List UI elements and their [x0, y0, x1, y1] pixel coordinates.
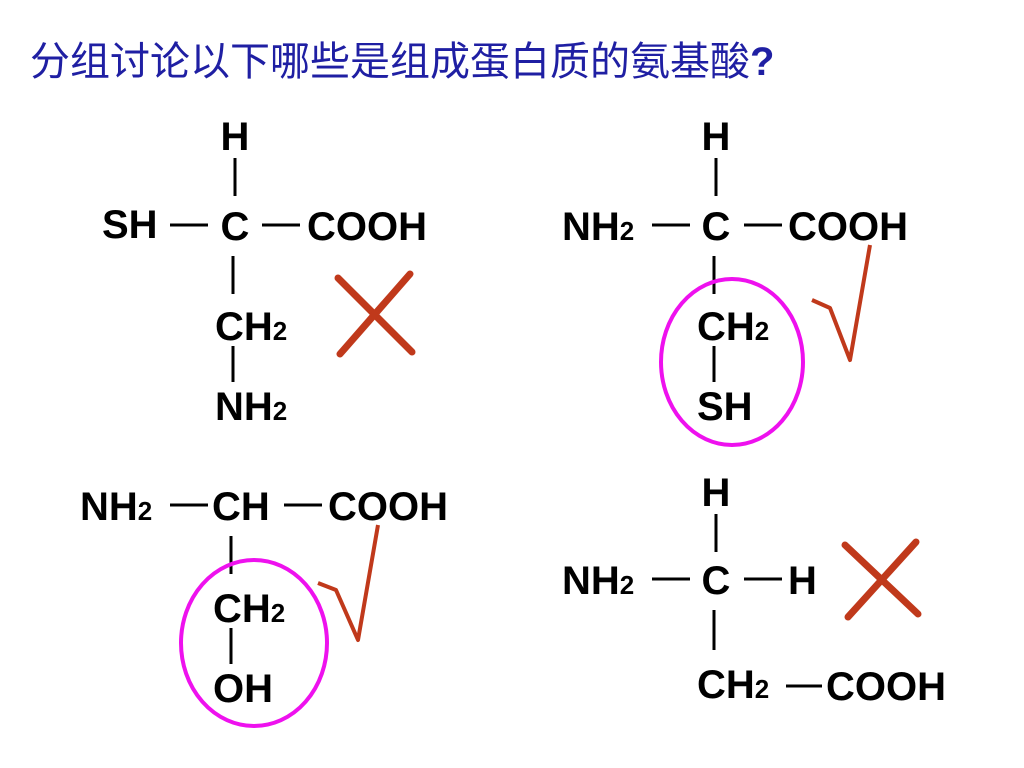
- m4-down-group-1: CH2: [697, 663, 769, 707]
- m3-down-group-2: OH: [213, 667, 273, 711]
- m3-down-group-1: CH2: [213, 587, 285, 631]
- m4-right-atom: H: [788, 559, 817, 603]
- check-mark-icon: [317, 524, 380, 642]
- m1-down-group-1: CH2: [215, 305, 287, 349]
- cross-mark-icon: [334, 270, 416, 358]
- m1-center-atom: C: [221, 205, 250, 249]
- slide-title: 分组讨论以下哪些是组成蛋白质的氨基酸?: [30, 32, 1010, 92]
- m4-cross-stroke-b: [844, 538, 920, 621]
- molecule-3: NH2 CH COOH CH2 OH: [80, 485, 448, 728]
- m3-center-atom: CH: [212, 485, 270, 529]
- m1-cross-stroke-b: [336, 270, 414, 358]
- m4-top-atom: H: [702, 471, 731, 515]
- m3-left-group: NH2: [80, 485, 152, 529]
- m1-right-group: COOH: [307, 205, 427, 249]
- m4-left-group: NH2: [562, 559, 634, 603]
- molecule-2: H NH2 C COOH CH2 SH: [562, 115, 908, 447]
- m4-chain-group: COOH: [826, 665, 946, 709]
- m2-right-group: COOH: [788, 205, 908, 249]
- m1-left-group: SH: [102, 203, 158, 247]
- m3-side-chain-circle: [179, 558, 329, 728]
- molecule-1: H SH C COOH CH2 NH2: [102, 115, 427, 429]
- check-mark-icon: [811, 244, 872, 362]
- title-text: 分组讨论以下哪些是组成蛋白质的氨基酸: [30, 39, 750, 85]
- m4-center-atom: C: [702, 559, 731, 603]
- m1-top-atom: H: [221, 115, 250, 159]
- title-question-mark: ?: [750, 40, 775, 84]
- m2-side-chain-circle: [659, 277, 805, 447]
- m2-down-group-2: SH: [697, 385, 753, 429]
- m2-left-group: NH2: [562, 205, 634, 249]
- m2-top-atom: H: [702, 115, 731, 159]
- m1-down-group-2: NH2: [215, 385, 287, 429]
- m3-right-group: COOH: [328, 485, 448, 529]
- cross-mark-icon: [841, 538, 922, 621]
- m2-center-atom: C: [702, 205, 731, 249]
- molecule-4: H NH2 C H CH2 COOH: [562, 471, 946, 709]
- m2-down-group-1: CH2: [697, 305, 769, 349]
